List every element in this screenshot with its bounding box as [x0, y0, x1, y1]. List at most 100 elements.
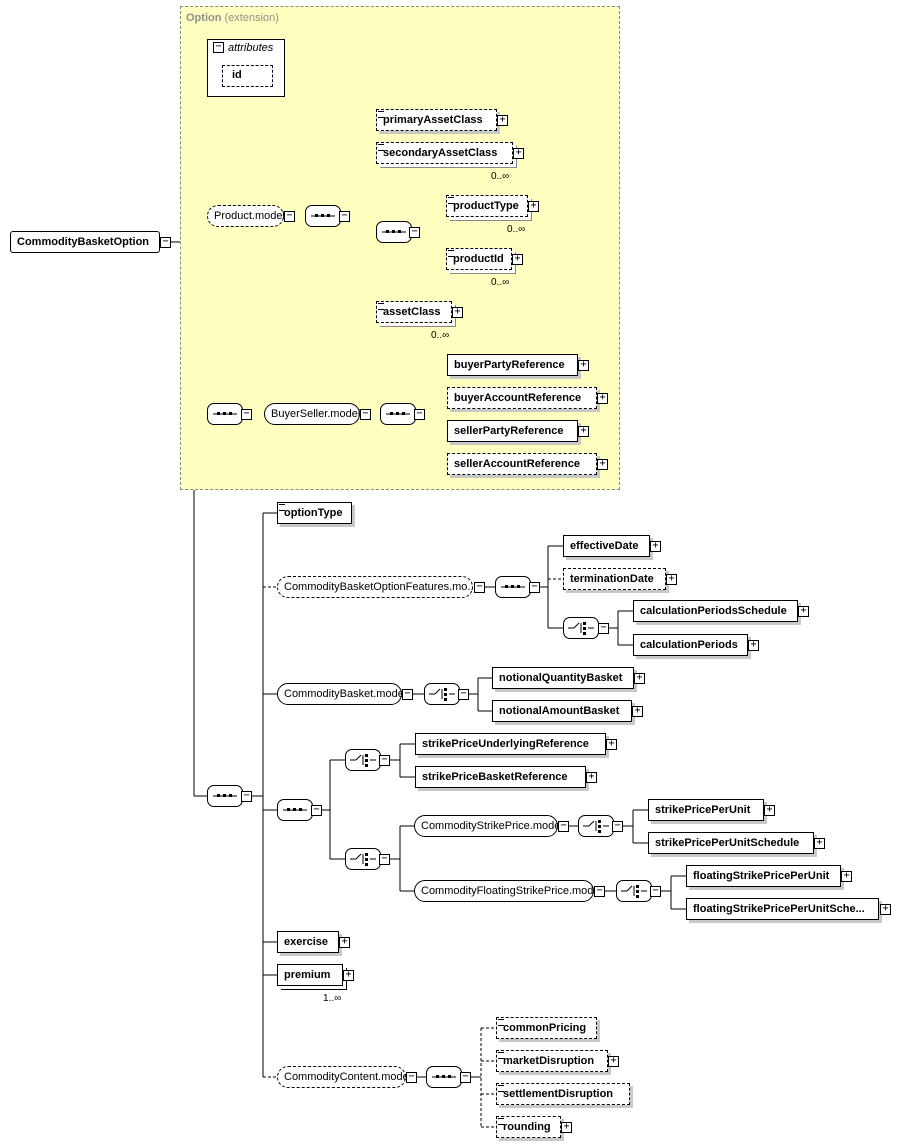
content-sequence-collapse-toggle[interactable]: − [460, 1072, 471, 1083]
strike-price-model-collapse-toggle[interactable]: − [558, 821, 569, 832]
notional-amount-basket-expand-toggle[interactable]: + [632, 706, 643, 717]
buyer-seller-model-collapse-toggle[interactable]: − [360, 409, 371, 420]
strike-price-underlying-reference-expand-toggle[interactable]: + [606, 739, 617, 750]
calculation-choice-collapse-toggle[interactable]: − [598, 623, 609, 634]
strike-sequence-compositor[interactable] [277, 799, 313, 821]
features-model-group[interactable]: CommodityBasketOptionFeatures.mo... [277, 576, 477, 598]
primary-asset-class-element[interactable]: primaryAssetClass [376, 109, 497, 131]
calculation-periods-schedule-expand-toggle[interactable]: + [798, 606, 809, 617]
product-model-group[interactable]: Product.model [207, 205, 285, 227]
strike-sequence-collapse-toggle[interactable]: − [311, 805, 322, 816]
strike-reference-choice-collapse-toggle[interactable]: − [379, 755, 390, 766]
product-sequence-compositor[interactable] [305, 205, 341, 227]
settlement-disruption-element[interactable]: settlementDisruption [496, 1083, 630, 1105]
features-model-collapse-toggle[interactable]: − [474, 582, 485, 593]
floating-strike-price-model-group[interactable]: CommodityFloatingStrikePrice.model [414, 880, 602, 902]
market-disruption-expand-toggle[interactable]: + [608, 1056, 619, 1067]
seller-account-reference-expand-toggle[interactable]: + [597, 459, 608, 470]
main-sequence-compositor[interactable] [207, 785, 243, 807]
floating-strike-price-per-unit-element[interactable]: floatingStrikePricePerUnit [686, 865, 841, 887]
notional-quantity-basket-element[interactable]: notionalQuantityBasket [492, 667, 634, 689]
basket-model-group[interactable]: CommodityBasket.model [277, 683, 406, 705]
buyer-seller-outer-collapse-toggle[interactable]: − [241, 409, 252, 420]
premium-expand-toggle[interactable]: + [343, 970, 354, 981]
calculation-choice-compositor[interactable] [563, 617, 599, 639]
product-id-element[interactable]: productId [446, 248, 512, 270]
strike-unit-choice-compositor[interactable] [578, 815, 614, 837]
buyer-account-reference-element[interactable]: buyerAccountReference [447, 387, 597, 409]
strike-unit-choice-collapse-toggle[interactable]: − [612, 821, 623, 832]
content-model-collapse-toggle[interactable]: − [406, 1072, 417, 1083]
seller-party-reference-expand-toggle[interactable]: + [578, 426, 589, 437]
asset-class-expand-toggle[interactable]: + [452, 307, 463, 318]
strike-price-basket-reference-element[interactable]: strikePriceBasketReference [415, 766, 586, 788]
strike-price-choice-collapse-toggle[interactable]: − [379, 854, 390, 865]
strike-price-per-unit-schedule-expand-toggle[interactable]: + [814, 838, 825, 849]
termination-date-expand-toggle[interactable]: + [666, 574, 677, 585]
calculation-periods-schedule-element[interactable]: calculationPeriodsSchedule [633, 600, 798, 622]
secondary-asset-class-element[interactable]: secondaryAssetClass [376, 142, 513, 164]
strike-price-basket-reference-expand-toggle[interactable]: + [586, 772, 597, 783]
exercise-expand-toggle[interactable]: + [339, 937, 350, 948]
premium-element[interactable]: premium [277, 964, 343, 986]
strike-price-per-unit-schedule-element[interactable]: strikePricePerUnitSchedule [648, 832, 814, 854]
buyer-party-reference-expand-toggle[interactable]: + [578, 360, 589, 371]
seller-party-reference-element[interactable]: sellerPartyReference [447, 420, 578, 442]
primary-asset-class-expand-toggle[interactable]: + [497, 115, 508, 126]
attributes-collapse-toggle[interactable]: − [213, 42, 224, 53]
basket-choice-compositor[interactable] [424, 683, 460, 705]
product-id-expand-toggle[interactable]: + [512, 254, 523, 265]
product-sequence-collapse-toggle[interactable]: − [339, 211, 350, 222]
content-sequence-compositor[interactable] [426, 1066, 462, 1088]
floating-strike-price-model-collapse-toggle[interactable]: − [594, 886, 605, 897]
effective-date-element[interactable]: effectiveDate [563, 535, 650, 557]
features-sequence-compositor[interactable] [495, 576, 531, 598]
exercise-element[interactable]: exercise [277, 931, 339, 953]
option-type-element[interactable]: optionType [277, 502, 352, 524]
rounding-element[interactable]: rounding [496, 1116, 561, 1138]
floating-choice-compositor[interactable] [616, 880, 652, 902]
seller-account-reference-element[interactable]: sellerAccountReference [447, 453, 597, 475]
strike-price-model-group[interactable]: CommodityStrikePrice.model [414, 815, 563, 837]
buyer-seller-sequence-collapse-toggle[interactable]: − [414, 409, 425, 420]
product-type-expand-toggle[interactable]: + [528, 201, 539, 212]
strike-price-per-unit-element[interactable]: strikePricePerUnit [648, 799, 764, 821]
asset-class-element[interactable]: assetClass [376, 301, 452, 323]
notional-amount-basket-element[interactable]: notionalAmountBasket [492, 700, 632, 722]
buyer-party-reference-element[interactable]: buyerPartyReference [447, 354, 578, 376]
main-sequence-collapse-toggle[interactable]: − [241, 791, 252, 802]
basket-choice-collapse-toggle[interactable]: − [458, 689, 469, 700]
common-pricing-element[interactable]: commonPricing [496, 1017, 597, 1039]
effective-date-expand-toggle[interactable]: + [650, 541, 661, 552]
calculation-periods-element[interactable]: calculationPeriods [633, 634, 748, 656]
notional-quantity-basket-expand-toggle[interactable]: + [634, 673, 645, 684]
product-type-element[interactable]: productType [446, 195, 528, 217]
buyer-seller-outer-sequence-compositor[interactable] [207, 403, 243, 425]
floating-choice-collapse-toggle[interactable]: − [650, 886, 661, 897]
attribute-id[interactable]: id [222, 65, 273, 87]
strike-price-underlying-reference-element[interactable]: strikePriceUnderlyingReference [415, 733, 606, 755]
rounding-expand-toggle[interactable]: + [561, 1122, 572, 1133]
strike-reference-choice-compositor[interactable] [345, 749, 381, 771]
calculation-periods-expand-toggle[interactable]: + [748, 640, 759, 651]
strike-price-choice-compositor[interactable] [345, 848, 381, 870]
strike-price-per-unit-expand-toggle[interactable]: + [764, 805, 775, 816]
product-model-collapse-toggle[interactable]: − [284, 211, 295, 222]
floating-strike-price-per-unit-schedule-element[interactable]: floatingStrikePricePerUnitSche... [686, 898, 879, 920]
product-type-sequence-compositor[interactable] [376, 221, 412, 243]
content-model-group[interactable]: CommodityContent.model [277, 1066, 411, 1088]
basket-model-collapse-toggle[interactable]: − [402, 689, 413, 700]
market-disruption-element[interactable]: marketDisruption [496, 1050, 608, 1072]
features-sequence-collapse-toggle[interactable]: − [529, 582, 540, 593]
floating-strike-price-per-unit-schedule-expand-toggle[interactable]: + [880, 904, 891, 915]
product-type-sequence-collapse-toggle[interactable]: − [409, 227, 420, 238]
termination-date-element[interactable]: terminationDate [563, 568, 666, 590]
floating-strike-price-per-unit-expand-toggle[interactable]: + [841, 871, 852, 882]
buyer-account-reference-expand-toggle[interactable]: + [597, 393, 608, 404]
buyer-seller-model-group[interactable]: BuyerSeller.model [264, 403, 360, 425]
root-collapse-toggle[interactable]: − [160, 237, 171, 248]
documentation-icon [498, 1052, 504, 1059]
root-element[interactable]: CommodityBasketOption [10, 231, 160, 253]
buyer-seller-sequence-compositor[interactable] [380, 403, 416, 425]
secondary-asset-class-expand-toggle[interactable]: + [513, 148, 524, 159]
